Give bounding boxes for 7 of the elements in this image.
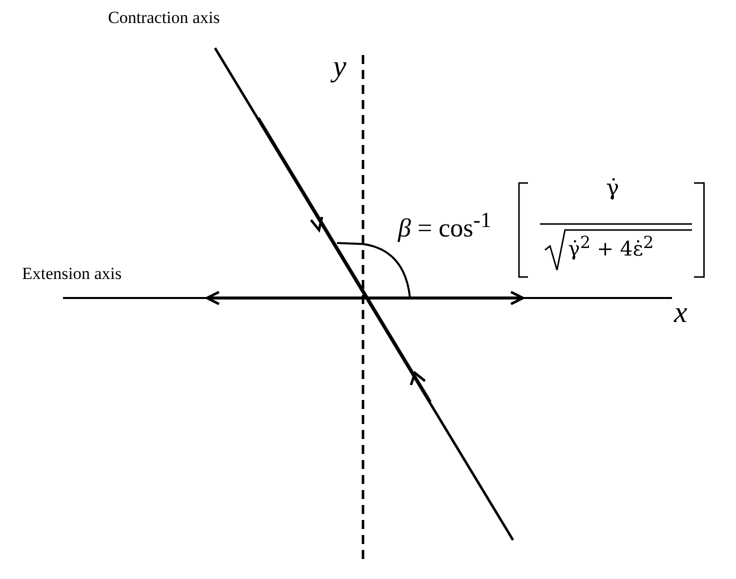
- axis-label: x: [674, 296, 688, 330]
- formula-numerator: γ̇: [606, 176, 620, 202]
- axis-label: Extension axis: [22, 264, 122, 284]
- formula-text: β = cos$^{-1}$: [398, 208, 492, 244]
- formula-denominator: γ̇$^{2}$ + 4ε̇$^{2}$: [568, 233, 654, 261]
- axis-label: Contraction axis: [108, 8, 220, 28]
- axis-label: y: [333, 50, 346, 84]
